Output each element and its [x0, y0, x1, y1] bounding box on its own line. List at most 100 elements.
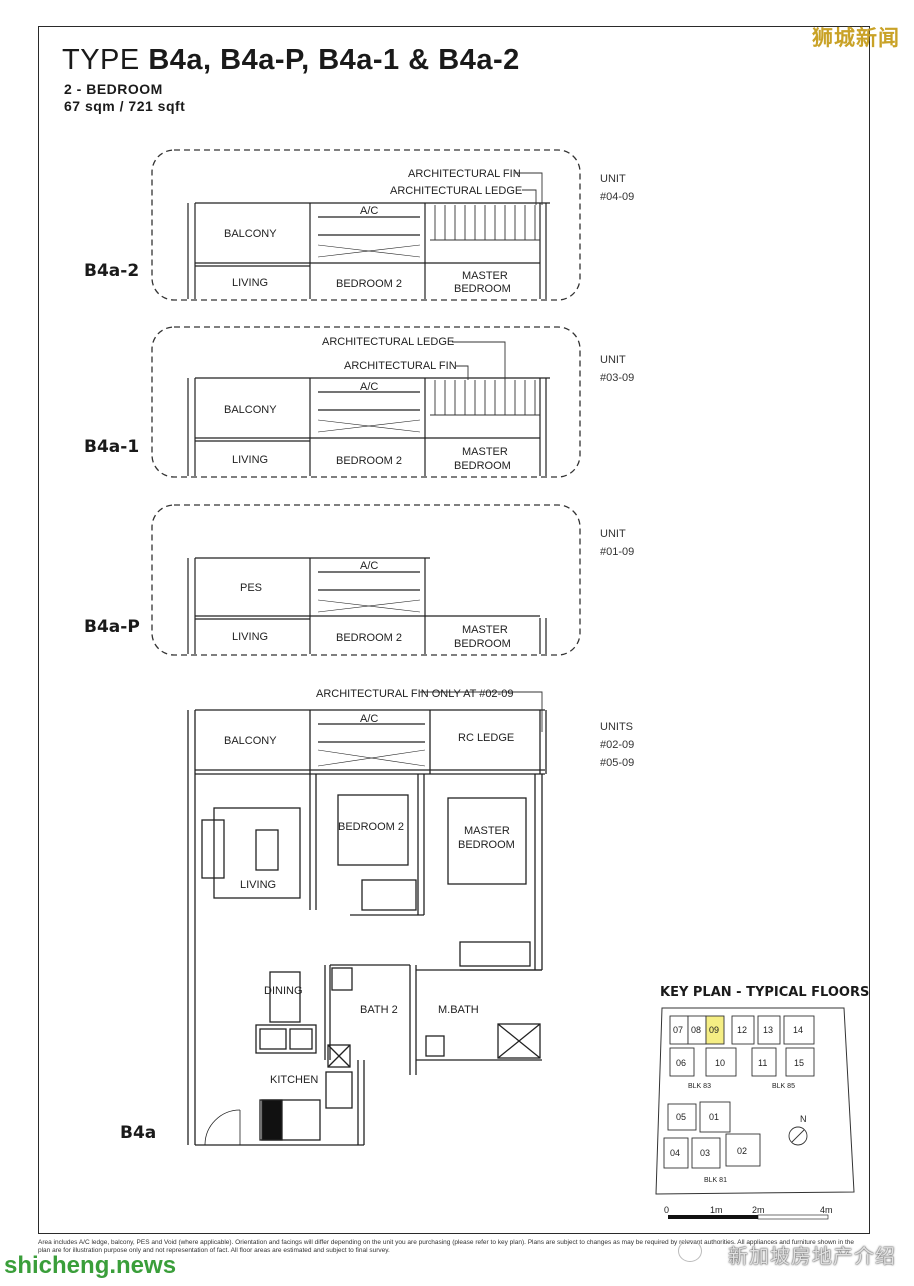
scale-label: 0 — [664, 1205, 669, 1215]
room-label: MASTER — [462, 624, 508, 636]
room-label: MASTER — [462, 446, 508, 458]
room-label: BALCONY — [224, 228, 277, 240]
plan-type-label: B4a — [120, 1123, 157, 1143]
key-plan: 07 08 09 12 13 14 06 10 11 15 05 01 04 0… — [655, 1007, 855, 1195]
disclaimer-text: Area includes A/C ledge, balcony, PES an… — [38, 1239, 854, 1254]
watermark-top-right: 狮城新闻 — [812, 27, 900, 50]
floorplan-b4a-p: PES A/C LIVING BEDROOM 2 MASTER BEDROOM — [151, 504, 581, 656]
wechat-badge-icon — [678, 1240, 702, 1262]
room-label: BALCONY — [224, 404, 277, 416]
key-unit-01 — [699, 1101, 731, 1133]
page-frame — [38, 26, 870, 1234]
block-label: BLK 81 — [704, 1177, 727, 1184]
room-label: BEDROOM — [458, 839, 515, 851]
room-label: BEDROOM — [454, 283, 511, 295]
room-label: M.BATH — [438, 1004, 479, 1016]
unit-number: #03-09 — [600, 372, 635, 384]
block-label: BLK 83 — [688, 1083, 711, 1090]
plan-type-label: B4a-P — [84, 617, 140, 637]
key-label: 03 — [700, 1148, 710, 1158]
key-label: 10 — [715, 1058, 725, 1068]
dashed-boundary — [151, 326, 581, 478]
unit-heading: UNITS — [600, 721, 633, 733]
unit-info-b4a-2: UNIT #04-09 — [600, 170, 634, 206]
key-label: 13 — [763, 1025, 773, 1035]
room-label: BEDROOM 2 — [336, 632, 402, 644]
unit-info-b4a: UNITS #02-09 #05-09 — [600, 718, 634, 772]
room-label: A/C — [360, 713, 378, 725]
annotation-ledge: ARCHITECTURAL LEDGE — [390, 185, 522, 197]
key-unit-14 — [783, 1015, 815, 1045]
room-label: RC LEDGE — [458, 732, 514, 744]
room-label: MASTER — [462, 270, 508, 282]
room-label: A/C — [360, 381, 378, 393]
plan-type-label: B4a-1 — [84, 437, 140, 457]
watermark-bottom-left: shicheng.news — [4, 1252, 177, 1279]
annotation-fin: ARCHITECTURAL FIN — [408, 168, 521, 180]
key-label: 09 — [709, 1025, 719, 1035]
key-label: 15 — [794, 1058, 804, 1068]
key-label: 06 — [676, 1058, 686, 1068]
key-label: 11 — [758, 1058, 767, 1068]
room-label: LIVING — [232, 454, 268, 466]
room-label: DINING — [264, 985, 303, 997]
key-unit-03 — [691, 1137, 721, 1169]
page-title: TYPE B4a, B4a-P, B4a-1 & B4a-2 — [62, 44, 520, 77]
key-unit-06 — [669, 1047, 695, 1077]
key-unit-10 — [705, 1047, 737, 1077]
room-label: BEDROOM 2 — [336, 455, 402, 467]
key-label: 12 — [737, 1025, 747, 1035]
unit-number: #01-09 — [600, 546, 635, 558]
key-label: 02 — [737, 1146, 747, 1156]
dashed-boundary — [151, 504, 581, 656]
key-plan-title: KEY PLAN - TYPICAL FLOORS — [660, 985, 870, 1000]
watermark-bottom-right: 新加坡房地产介绍 — [728, 1246, 896, 1268]
room-label: LIVING — [232, 631, 268, 643]
floorplan-b4a-2: ARCHITECTURAL FIN ARCHITECTURAL LEDGE BA… — [151, 149, 581, 301]
key-label: 04 — [670, 1148, 680, 1158]
room-label: BEDROOM — [454, 638, 511, 650]
title-prefix: TYPE — [62, 44, 140, 76]
unit-number: #05-09 — [600, 757, 635, 769]
key-label: 14 — [793, 1025, 803, 1035]
key-label: 01 — [709, 1112, 719, 1122]
unit-info-b4a-p: UNIT #01-09 — [600, 525, 634, 561]
floorplan-b4a: ARCHITECTURAL FIN ONLY AT #02-09 BALCONY… — [187, 688, 547, 1146]
unit-heading: UNIT — [600, 173, 626, 185]
key-unit-09-highlight — [705, 1015, 725, 1045]
room-label: LIVING — [240, 879, 276, 891]
block-label: BLK 85 — [772, 1083, 795, 1090]
unit-number: #02-09 — [600, 739, 635, 751]
room-label: BEDROOM 2 — [336, 278, 402, 290]
annotation-fin-only: ARCHITECTURAL FIN ONLY AT #02-09 — [316, 688, 513, 700]
scale-label: 1m — [710, 1205, 723, 1215]
bedroom-count: 2 - BEDROOM — [64, 81, 163, 97]
key-unit-12 — [731, 1015, 755, 1045]
plan-type-label: B4a-2 — [84, 261, 140, 281]
annotation-fin: ARCHITECTURAL FIN — [344, 360, 457, 372]
scale-label: 4m — [820, 1205, 833, 1215]
room-label: MASTER — [464, 825, 510, 837]
unit-heading: UNIT — [600, 354, 626, 366]
room-label: A/C — [360, 205, 378, 217]
scale-bar: 0 1m 2m 4m — [664, 1205, 833, 1220]
key-label: 07 — [673, 1025, 683, 1035]
key-unit-05 — [667, 1103, 697, 1131]
unit-heading: UNIT — [600, 528, 626, 540]
room-label: BEDROOM 2 — [338, 821, 404, 833]
room-label: A/C — [360, 560, 378, 572]
annotation-ledge: ARCHITECTURAL LEDGE — [322, 336, 454, 348]
room-label: KITCHEN — [270, 1074, 318, 1086]
north-compass-icon — [788, 1126, 808, 1146]
unit-area: 67 sqm / 721 sqft — [64, 98, 186, 114]
unit-info-b4a-1: UNIT #03-09 — [600, 351, 634, 387]
key-label: 08 — [691, 1025, 701, 1035]
key-unit-02 — [725, 1133, 761, 1167]
title-types: B4a, B4a-P, B4a-1 & B4a-2 — [148, 44, 520, 76]
room-label: PES — [240, 582, 262, 594]
key-unit-13 — [757, 1015, 781, 1045]
dashed-boundary — [151, 149, 581, 301]
unit-number: #04-09 — [600, 191, 635, 203]
key-unit-15 — [785, 1047, 815, 1077]
floorplan-b4a-1: ARCHITECTURAL LEDGE ARCHITECTURAL FIN BA… — [151, 326, 581, 478]
